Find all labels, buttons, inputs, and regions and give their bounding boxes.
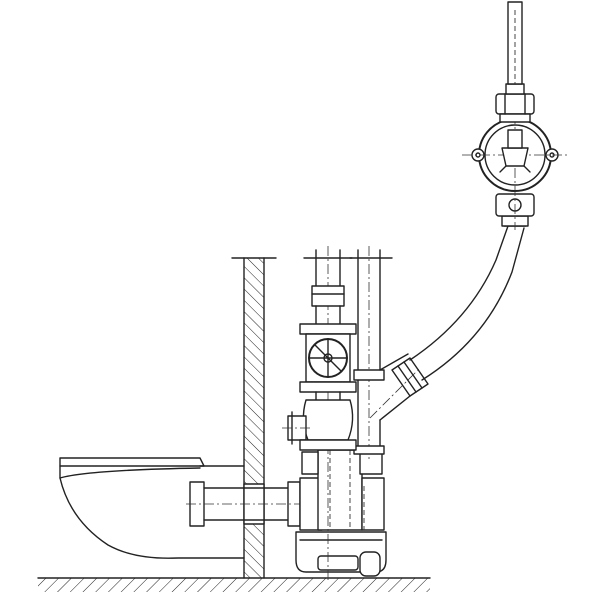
- floor: [37, 577, 431, 592]
- outlet-pipe: [186, 481, 301, 527]
- flexible-hose: [409, 225, 527, 381]
- check-valve: [282, 399, 357, 451]
- macerator-pump: [295, 449, 387, 577]
- toilet-bowl: [59, 457, 245, 559]
- y-branch: [369, 353, 429, 421]
- pump-handle: [507, 1, 523, 85]
- wall: [231, 257, 277, 579]
- hand-pump: [462, 60, 568, 230]
- gate-valve: [299, 285, 357, 401]
